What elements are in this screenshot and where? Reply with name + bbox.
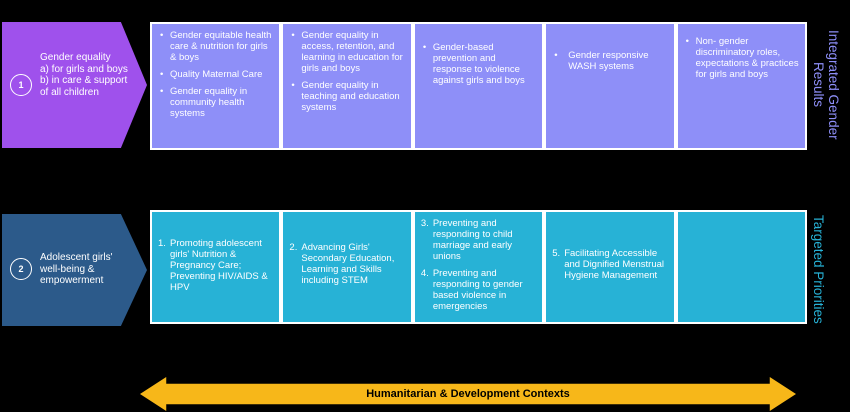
priority-text: Preventing and responding to child marri…	[432, 218, 513, 262]
priority-number: 5.	[552, 248, 561, 259]
priority-item: 2. Advancing Girls' Secondary Education,…	[289, 242, 404, 286]
priority-box-child-marriage: 3. Preventing and responding to child ma…	[414, 212, 543, 322]
list-item: Gender equitable health care & nutrition…	[158, 30, 273, 63]
number-badge-1: 1	[10, 74, 32, 96]
priority-text: Facilitating Accessible and Dignified Me…	[564, 248, 665, 281]
priority-text: Advancing Girls' Secondary Education, Le…	[301, 242, 395, 286]
chevron-line: Gender equality	[40, 52, 111, 63]
integrated-results-row: Gender equitable health care & nutrition…	[150, 22, 807, 150]
side-label-integrated: Integrated Gender Results	[811, 30, 841, 140]
targeted-priorities-row: 1. Promoting adolescent girls' Nutrition…	[150, 210, 807, 324]
priority-box-education: 2. Advancing Girls' Secondary Education,…	[283, 212, 411, 322]
priority-item: 4. Preventing and responding to gender b…	[421, 268, 536, 312]
chevron-line: b) in care & support of all children	[40, 75, 128, 98]
priority-number: 3.	[420, 218, 429, 229]
list-item: Non- gender discriminatory roles, expect…	[684, 36, 799, 80]
side-label-targeted: Targeted Priorities	[811, 214, 826, 324]
result-box-violence: Gender-based prevention and response to …	[414, 24, 543, 148]
chevron-adolescent-girls: 2 Adolescent girls' well-being & empower…	[2, 214, 147, 326]
priority-number: 2.	[289, 242, 298, 253]
arrow-label: Humanitarian & Development Contexts	[366, 388, 570, 400]
chevron-line: a) for girls and boys	[40, 63, 128, 75]
priority-item: 5. Facilitating Accessible and Dignified…	[552, 248, 667, 281]
result-box-education: Gender equality in access, retention, an…	[283, 24, 411, 148]
result-box-wash: Gender responsive WASH systems	[546, 24, 674, 148]
chevron-title-2: Adolescent girls' well-being & empowerme…	[40, 252, 113, 286]
result-box-roles: Non- gender discriminatory roles, expect…	[677, 24, 806, 148]
list-item: Gender-based prevention and response to …	[421, 42, 536, 86]
priority-box-nutrition: 1. Promoting adolescent girls' Nutrition…	[152, 212, 280, 322]
list-item: Quality Maternal Care	[158, 69, 273, 80]
number-badge-2: 2	[10, 258, 32, 280]
list-item: Gender equality in access, retention, an…	[289, 30, 404, 74]
priority-text: Preventing and responding to gender base…	[432, 268, 523, 312]
double-arrow-banner: Humanitarian & Development Contexts	[140, 377, 796, 411]
priority-box-empty	[677, 212, 806, 322]
result-box-health: Gender equitable health care & nutrition…	[152, 24, 280, 148]
list-item: Gender equality in community health syst…	[158, 86, 273, 119]
priority-number: 1.	[158, 238, 166, 249]
priority-item: 3. Preventing and responding to child ma…	[421, 218, 536, 262]
list-item: Gender responsive WASH systems	[552, 50, 667, 72]
priority-box-menstrual: 5. Facilitating Accessible and Dignified…	[546, 212, 674, 322]
list-item: Gender equality in teaching and educatio…	[289, 80, 404, 113]
priority-text: Promoting adolescent girls' Nutrition & …	[170, 238, 268, 293]
priority-item: 1. Promoting adolescent girls' Nutrition…	[158, 238, 273, 293]
priority-number: 4.	[420, 268, 429, 279]
